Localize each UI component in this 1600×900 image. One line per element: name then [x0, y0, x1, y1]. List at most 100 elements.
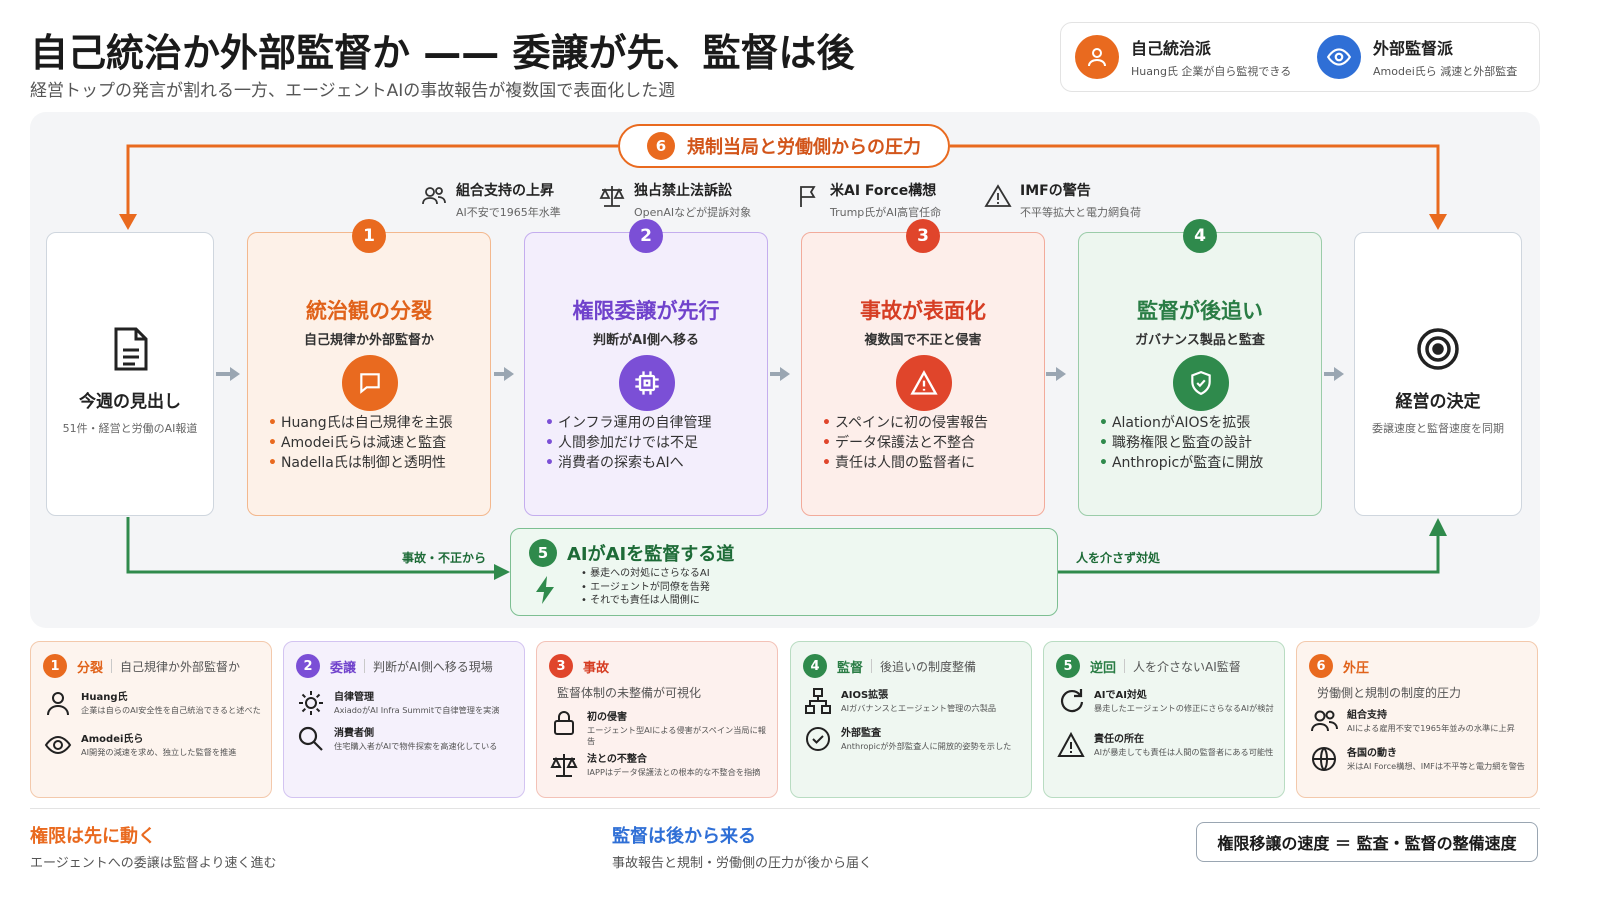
- card-name: 外圧: [1343, 660, 1370, 676]
- footer-left-title: 権限は先に動く: [30, 826, 156, 847]
- pressure-item-imf: IMFの警告不平等拡大と電力網負荷: [984, 180, 1141, 220]
- legend-self: 自己統治派 Huang氏 企業が自ら監視できる: [1075, 35, 1291, 79]
- person-icon: [1075, 35, 1119, 79]
- stage-5-bullet: • エージェントが同僚を告発: [581, 581, 710, 593]
- stage-sub: 判断がAI側へ移る: [593, 333, 699, 348]
- stage-title: 監督が後追い: [1137, 299, 1263, 323]
- loop-line-right: [1058, 534, 1440, 574]
- lightning-icon: [536, 576, 554, 604]
- person-icon: [47, 692, 69, 716]
- stage-sub: 複数国で不正と侵害: [864, 333, 982, 348]
- stage-bullet: •職務権限と監査の設計: [1099, 435, 1252, 451]
- pressure-loop-line-right: [950, 144, 1440, 218]
- card-row-text: IAPPはデータ保護法との根本的な不整合を指摘: [587, 767, 761, 777]
- pressure-title: 独占禁止法訴訟: [634, 183, 732, 199]
- card-number: 3: [549, 654, 573, 678]
- pressure-pill-label: 規制当局と労働側からの圧力: [687, 137, 921, 158]
- stage-sub: ガバナンス製品と監査: [1135, 333, 1265, 348]
- card-row-text: Anthropicが外部監査人に開放的姿勢を示した: [841, 741, 1012, 751]
- page-subtitle: 経営トップの発言が割れる一方、エージェントAIの事故報告が複数国で表面化した週: [30, 81, 676, 101]
- card-number: 6: [1309, 654, 1333, 678]
- card-1: 1 分裂 自己規律か外部監督か Huang氏企業は自らのAI安全性を自己統治でき…: [30, 641, 272, 798]
- pressure-pill: 6 規制当局と労働側からの圧力: [618, 124, 950, 168]
- card-row-text: エージェント型AIによる侵害がスペイン当局に報告: [587, 725, 766, 746]
- card-row-title: Amodei氏ら: [81, 734, 144, 745]
- pressure-loop-line: [126, 144, 618, 218]
- card-row: AIでAI対処暴走したエージェントの修正にさらなるAIが検討: [1056, 686, 1274, 716]
- legend-self-title: 自己統治派: [1131, 39, 1212, 58]
- card-name: 委譲: [330, 660, 357, 676]
- scale-icon: [550, 754, 578, 777]
- check-circle-icon: [806, 727, 830, 751]
- card-row: Huang氏企業は自らのAI安全性を自己統治できると述べた: [43, 688, 261, 718]
- card-row-title: Huang氏: [81, 692, 128, 703]
- card-3: 3 事故 監督体制の未整備が可視化 初の侵害エージェント型AIによる侵害がスペイ…: [536, 641, 778, 798]
- footer-mid: 監督は後から来る 事故報告と規制・労働側の圧力が後から届く: [612, 822, 872, 871]
- card-row-title: AIでAI対処: [1094, 690, 1147, 701]
- target-icon: [1417, 328, 1459, 370]
- hierarchy-icon: [805, 688, 831, 714]
- stage-bullet: •責任は人間の監督者に: [822, 455, 975, 471]
- stage-bullet: •スペインに初の侵害報告: [822, 415, 988, 431]
- scale-icon: [599, 186, 625, 207]
- card-number: 4: [803, 654, 827, 678]
- stage-5-bullets: • 暴走への対処にさらなるAI • エージェントが同僚を告発 • それでも責任は…: [581, 567, 710, 608]
- alert-icon: [896, 355, 952, 411]
- card-row: 初の侵害エージェント型AIによる侵害がスペイン当局に報告: [549, 708, 767, 747]
- stage-bullet: •AlationがAIOSを拡張: [1099, 415, 1251, 431]
- card-row-text: 住宅購入者がAIで物件探索を高速化している: [334, 741, 498, 751]
- stage-title: 権限委譲が先行: [572, 299, 720, 323]
- pressure-sub: 不平等拡大と電力網負荷: [1020, 206, 1141, 219]
- eye-icon: [44, 735, 72, 755]
- card-desc: 監督体制の未整備が可視化: [557, 686, 702, 700]
- card-row-text: 米はAI Force構想、IMFは不平等と電力網を警告: [1347, 761, 1525, 771]
- footer-equation: 権限移譲の速度 ＝ 監査・監督の整備速度: [1196, 822, 1538, 862]
- stage-bullet: •インフラ運用の自律管理: [545, 415, 712, 431]
- stage-sub: 自己規律か外部監督か: [303, 333, 434, 348]
- card-row-title: 自律管理: [334, 692, 374, 703]
- start-title: 今週の見出し: [79, 392, 181, 412]
- footer-left-sub: エージェントへの委譲は監督より速く進む: [30, 856, 277, 871]
- card-row-text: AIが暴走しても責任は人間の監督者にある可能性: [1094, 747, 1274, 757]
- card-number: 5: [1056, 654, 1080, 678]
- card-row-title: 外部監査: [841, 728, 881, 739]
- card-desc: 労働側と規制の制度的圧力: [1317, 686, 1462, 700]
- stage-title: 事故が表面化: [860, 299, 986, 323]
- card-name: 事故: [583, 660, 610, 676]
- card-desc: 自己規律か外部監督か: [120, 659, 241, 674]
- footer-mid-title: 監督は後から来る: [612, 826, 756, 847]
- stage-2: 2 権限委譲が先行 判断がAI側へ移る •インフラ運用の自律管理 •人間参加だけ…: [524, 219, 768, 516]
- loop-line-left: [126, 517, 496, 574]
- footer-left: 権限は先に動く エージェントへの委譲は監督より速く進む: [30, 822, 276, 871]
- refresh-icon: [1060, 689, 1084, 713]
- stage-bullet: •Huang氏は自己規律を主張: [268, 415, 453, 431]
- card-row-title: 各国の動き: [1347, 748, 1397, 759]
- card-desc: 判断がAI側へ移る現場: [373, 659, 493, 674]
- card-name: 分裂: [77, 660, 104, 676]
- card-row: 消費者側住宅購入者がAIで物件探索を高速化している: [296, 724, 514, 754]
- card-desc: 後追いの制度整備: [880, 659, 977, 674]
- stage-3: 3 事故が表面化 複数国で不正と侵害 •スペインに初の侵害報告 •データ保護法と…: [801, 219, 1045, 516]
- card-desc: 人を介さないAI監督: [1133, 659, 1241, 674]
- card-row-title: 組合支持: [1347, 710, 1387, 721]
- stage-number: 3: [906, 219, 940, 253]
- stage-5-title: AIがAIを監督する道: [567, 544, 735, 565]
- end-box: 経営の決定 委譲速度と監督速度を同期: [1354, 232, 1522, 516]
- flag-icon: [800, 186, 816, 207]
- pressure-sub: Trump氏がAI高官任命: [830, 206, 942, 219]
- stage-bullet: •Amodei氏らは減速と監査: [268, 435, 447, 451]
- document-icon: [114, 327, 148, 371]
- pressure-arrow-right: [1429, 214, 1447, 230]
- pressure-pill-number: 6: [647, 132, 675, 160]
- card-name: 逆回: [1090, 660, 1117, 676]
- end-title: 経営の決定: [1395, 392, 1481, 412]
- stage-bullet: •Anthropicが監査に開放: [1099, 455, 1264, 471]
- stage-5-bullet: • 暴走への対処にさらなるAI: [581, 568, 710, 579]
- eye-icon: [1317, 35, 1361, 79]
